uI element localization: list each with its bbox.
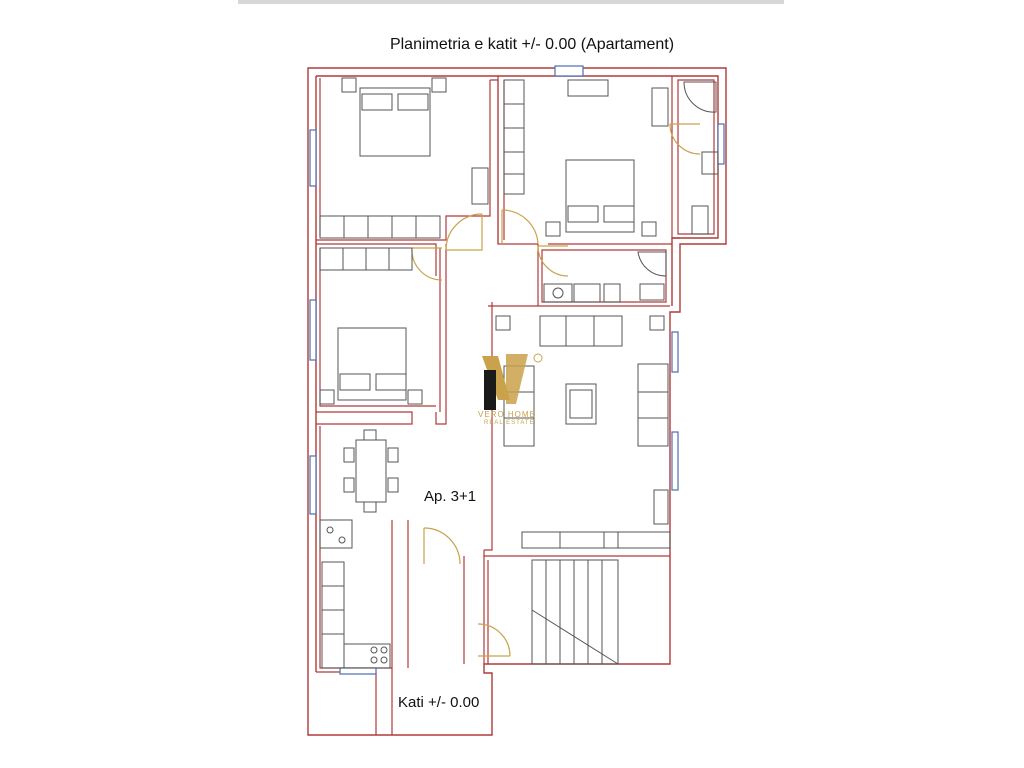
brand-tagline: REAL ESTATE — [484, 420, 535, 426]
plan-title: Planimetria e katit +/- 0.00 (Apartament… — [389, 36, 675, 53]
exterior-walls — [307, 67, 727, 736]
windows — [309, 65, 725, 675]
apartment-label: Ap. 3+1 — [424, 488, 477, 505]
brand-name: VERO HOME — [478, 410, 536, 419]
floor-label: Kati +/- 0.00 — [398, 694, 480, 711]
top-divider — [238, 0, 784, 4]
brand-logo — [482, 353, 543, 410]
door-swings — [411, 123, 701, 657]
furniture — [319, 77, 719, 669]
interior-walls — [316, 76, 715, 735]
